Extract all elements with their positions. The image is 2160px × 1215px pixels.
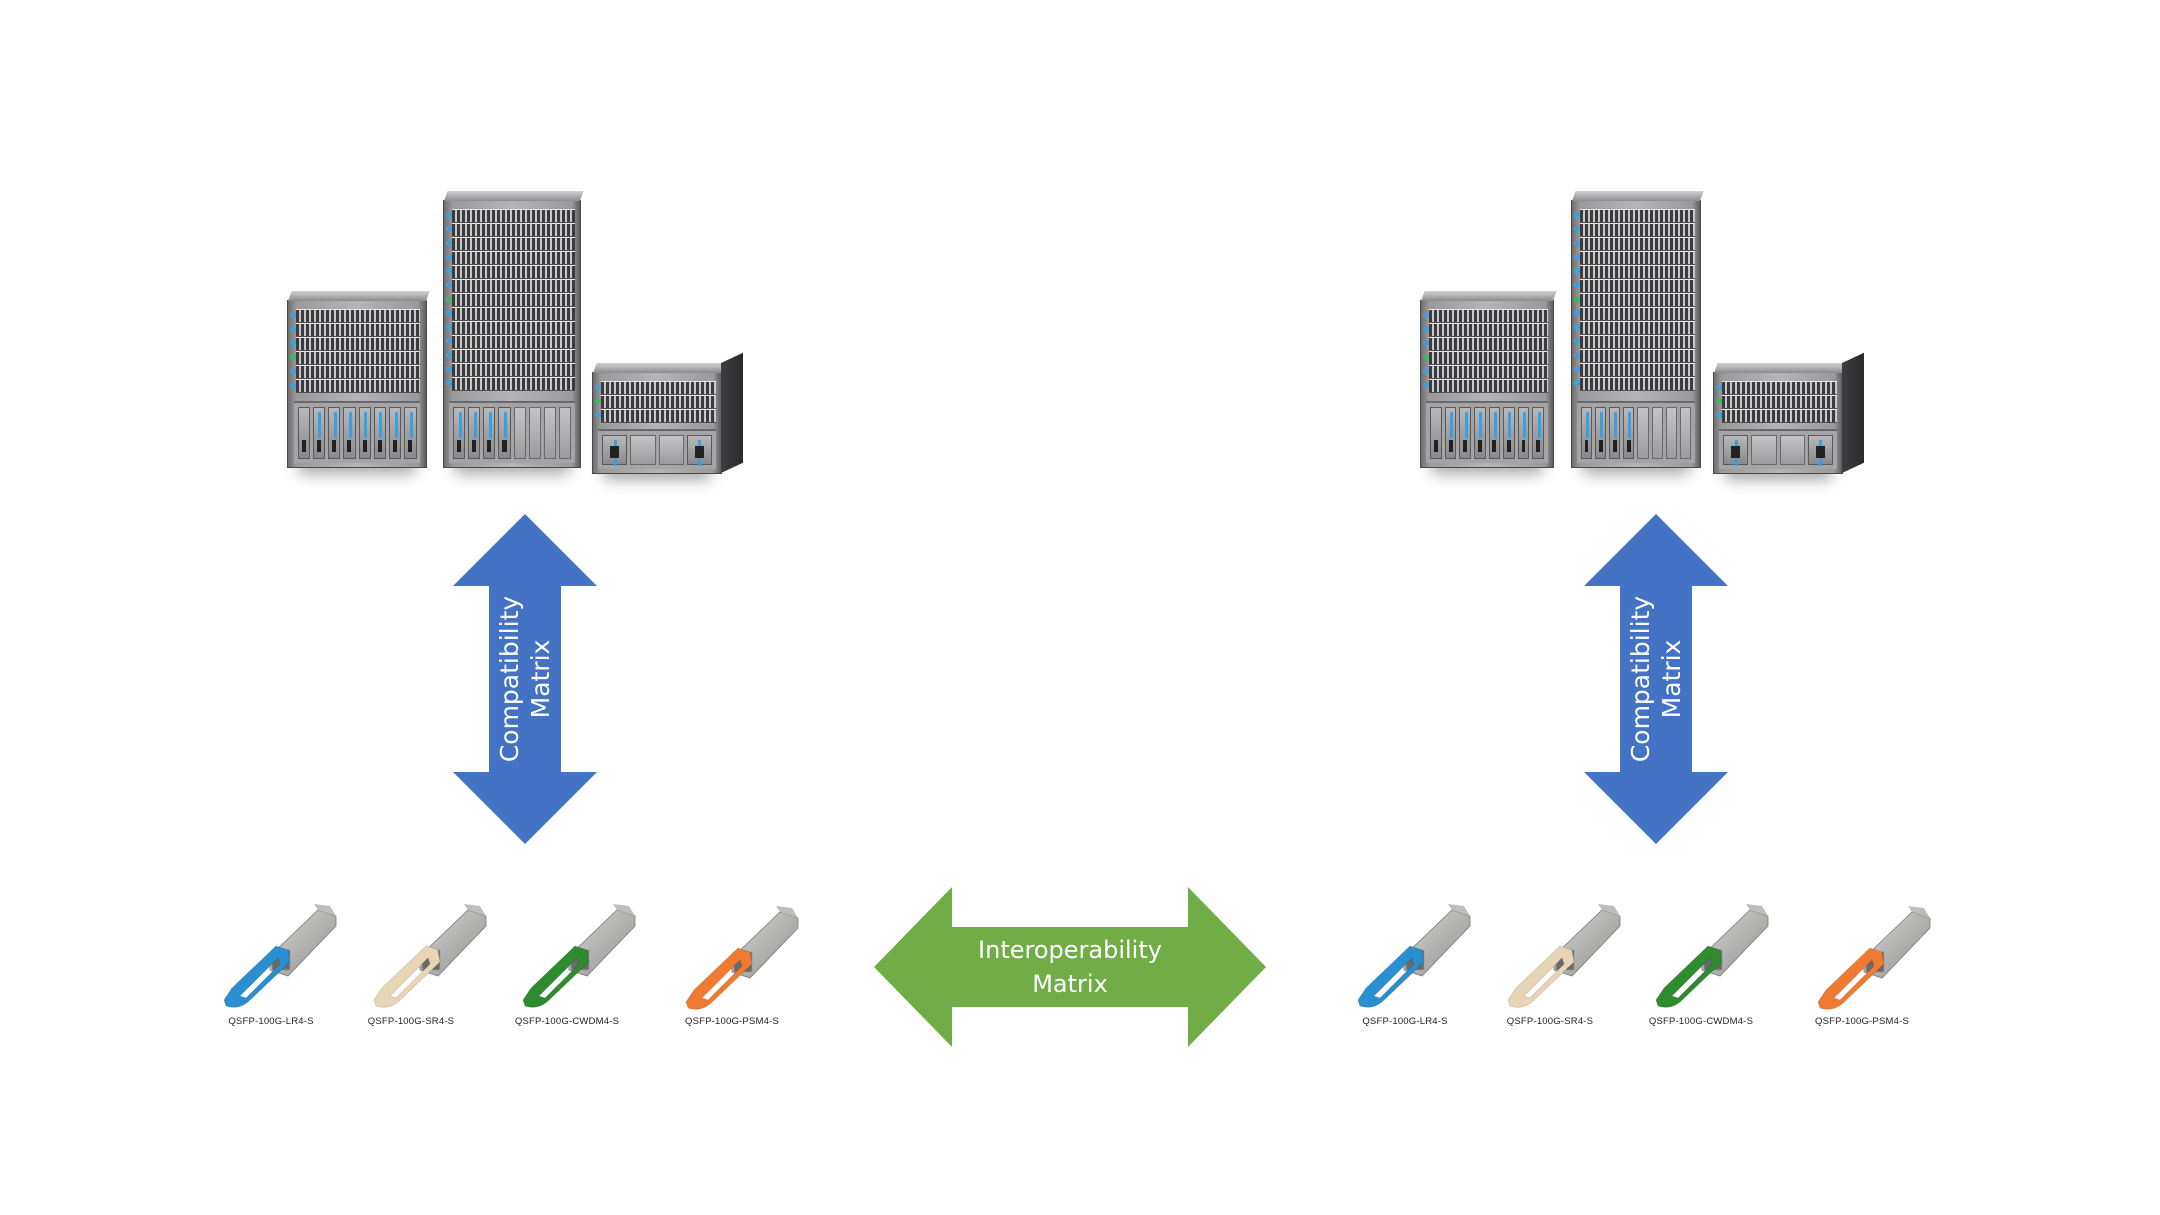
label-line-1: Compatibility: [495, 595, 524, 763]
qsfp-transceiver-icon: [1817, 906, 1931, 1010]
label-line-2: Matrix: [1657, 639, 1686, 719]
switch-chassis-medium: [1420, 291, 1557, 468]
transceiver-module: [368, 904, 518, 1034]
line-card: [446, 349, 575, 363]
line-card: [446, 223, 575, 237]
transceiver-module: [1650, 904, 1800, 1034]
qsfp-transceiver-icon: [522, 904, 636, 1008]
line-card: [446, 251, 575, 265]
transceiver-label: QSFP-100G-LR4-S: [1362, 1016, 1448, 1027]
line-card: [446, 293, 575, 307]
double-vertical-arrow-icon: [453, 514, 597, 844]
line-card: [446, 265, 575, 279]
switch-chassis-large: [443, 191, 584, 468]
transceiver-label: QSFP-100G-SR4-S: [367, 1016, 455, 1027]
transceiver-module: [218, 904, 368, 1034]
line-card: [1573, 265, 1695, 279]
label-line-2: Matrix: [1032, 970, 1108, 998]
line-card: [1573, 363, 1695, 377]
qsfp-transceiver-icon: [1357, 904, 1471, 1008]
switch-chassis-large: [1571, 191, 1704, 468]
label-line-2: Matrix: [526, 639, 555, 719]
interoperability-matrix-label: Interoperability Matrix: [874, 933, 1266, 1001]
line-card: [1715, 409, 1837, 423]
line-card: [446, 209, 575, 223]
right-compatibility-arrow: Compatibility Matrix: [1584, 514, 1728, 844]
switch-chassis-small: [592, 352, 743, 474]
line-card: [290, 337, 421, 351]
qsfp-transceiver-icon: [1655, 904, 1769, 1008]
line-card: [1573, 335, 1695, 349]
switch-chassis-medium: [287, 291, 430, 468]
line-card: [1573, 237, 1695, 251]
double-vertical-arrow-icon: [1584, 514, 1728, 844]
line-card: [290, 379, 421, 393]
line-card: [1573, 349, 1695, 363]
line-card: [1422, 379, 1548, 393]
qsfp-transceiver-icon: [1507, 904, 1621, 1008]
left-compatibility-arrow: Compatibility Matrix: [453, 514, 597, 844]
line-card: [1573, 377, 1695, 391]
transceiver-label: QSFP-100G-PSM4-S: [684, 1016, 780, 1027]
interoperability-arrow: Interoperability Matrix: [874, 887, 1266, 1047]
compatibility-matrix-label: Compatibility Matrix: [494, 596, 556, 762]
line-card: [1715, 395, 1837, 409]
line-card: [1422, 337, 1548, 351]
line-card: [446, 363, 575, 377]
line-card: [1422, 365, 1548, 379]
line-card: [1573, 251, 1695, 265]
compatibility-matrix-label: Compatibility Matrix: [1625, 596, 1687, 762]
transceiver-module: [680, 906, 830, 1036]
transceiver-label: QSFP-100G-CWDM4-S: [1648, 1016, 1754, 1027]
line-card: [1573, 223, 1695, 237]
line-card: [1422, 309, 1548, 323]
line-card: [594, 409, 716, 423]
line-card: [290, 309, 421, 323]
line-card: [1715, 381, 1837, 395]
line-card: [594, 381, 716, 395]
line-card: [446, 307, 575, 321]
qsfp-transceiver-icon: [685, 906, 799, 1010]
arrow-shape: [874, 887, 1266, 1047]
line-card: [1573, 209, 1695, 223]
line-card: [1422, 351, 1548, 365]
arrow-shape: [453, 514, 597, 844]
transceiver-label: QSFP-100G-LR4-S: [228, 1016, 314, 1027]
arrow-shape: [1584, 514, 1728, 844]
line-card: [446, 279, 575, 293]
line-card: [446, 321, 575, 335]
line-card: [290, 323, 421, 337]
transceiver-module: [517, 904, 667, 1034]
transceiver-module: [1352, 904, 1502, 1034]
line-card: [1573, 321, 1695, 335]
line-card: [446, 377, 575, 391]
switch-chassis-small: [1713, 352, 1864, 474]
line-card: [1573, 279, 1695, 293]
line-card: [290, 351, 421, 365]
line-card: [446, 335, 575, 349]
qsfp-transceiver-icon: [223, 904, 337, 1008]
line-card: [290, 365, 421, 379]
transceiver-module: [1502, 904, 1652, 1034]
line-card: [594, 395, 716, 409]
label-line-1: Compatibility: [1626, 595, 1655, 763]
line-card: [1573, 307, 1695, 321]
transceiver-label: QSFP-100G-SR4-S: [1506, 1016, 1594, 1027]
transceiver-label: QSFP-100G-PSM4-S: [1814, 1016, 1910, 1027]
qsfp-transceiver-icon: [373, 904, 487, 1008]
line-card: [1422, 323, 1548, 337]
line-card: [446, 237, 575, 251]
transceiver-label: QSFP-100G-CWDM4-S: [514, 1016, 620, 1027]
label-line-1: Interoperability: [978, 936, 1162, 964]
double-horizontal-arrow-icon: [874, 887, 1266, 1047]
transceiver-module: [1812, 906, 1962, 1036]
line-card: [1573, 293, 1695, 307]
